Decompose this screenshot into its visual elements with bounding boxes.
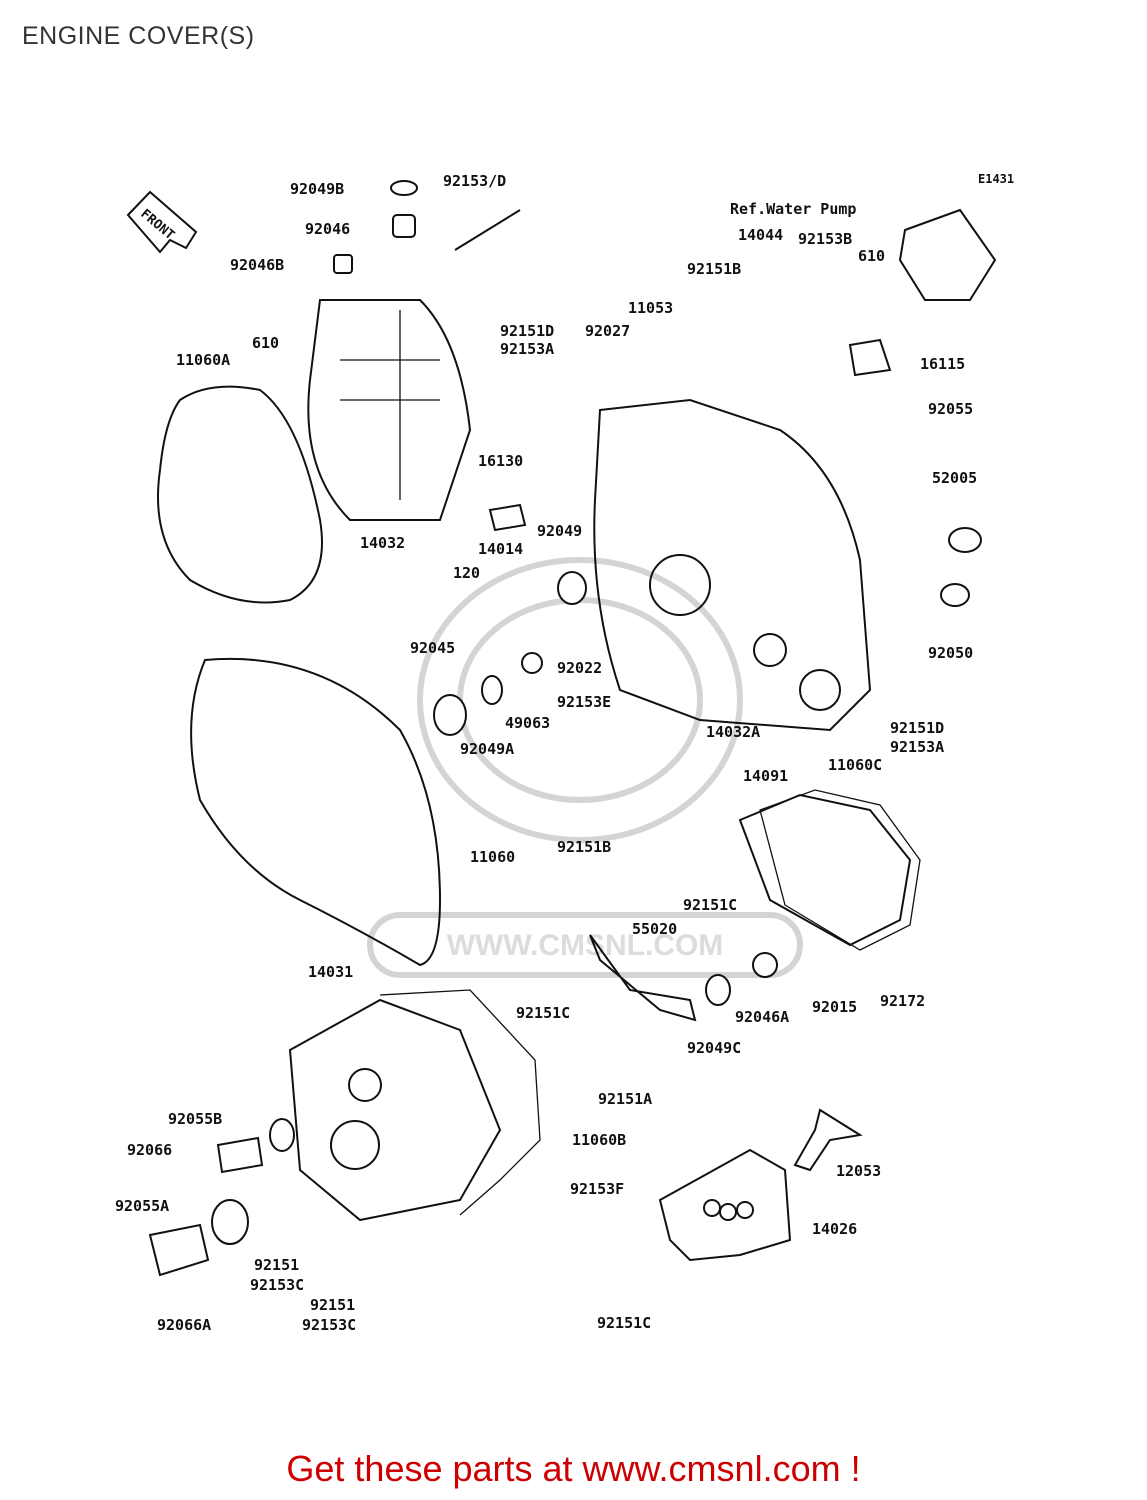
bearing-92046a bbox=[752, 952, 778, 978]
part-number-label: 92049 bbox=[537, 522, 582, 540]
seal-52005 bbox=[948, 527, 982, 553]
switch-16130 bbox=[488, 503, 527, 532]
part-number-label: 92055 bbox=[928, 400, 973, 418]
part-number-label: 52005 bbox=[932, 469, 977, 487]
part-number-label: 14026 bbox=[812, 1220, 857, 1238]
part-number-label: 11060C bbox=[828, 756, 882, 774]
part-number-label: 92151D bbox=[890, 719, 944, 737]
part-number-label: 92055A bbox=[115, 1197, 169, 1215]
part-number-label: 92055B bbox=[168, 1110, 222, 1128]
bearing-92045 bbox=[433, 694, 467, 736]
part-number-label: 92172 bbox=[880, 992, 925, 1010]
part-number-label: 610 bbox=[252, 334, 279, 352]
promo-banner[interactable]: Get these parts at www.cmsnl.com ! bbox=[286, 1448, 861, 1489]
part-number-label: 92049A bbox=[460, 740, 514, 758]
front-arrow-label: FRONT bbox=[137, 207, 177, 244]
oring-92055a bbox=[211, 1199, 249, 1245]
bearing-92049 bbox=[557, 571, 587, 605]
crankcase-cover-14032a bbox=[593, 398, 872, 732]
part-number-label: 92151 bbox=[310, 1296, 355, 1314]
plug-92066 bbox=[216, 1136, 264, 1174]
part-number-label: 92050 bbox=[928, 644, 973, 662]
cover-14091 bbox=[738, 793, 912, 947]
part-number-label: 92153A bbox=[890, 738, 944, 756]
part-number-label: 92022 bbox=[557, 659, 602, 677]
part-number-label: 92153/D bbox=[443, 172, 506, 190]
part-number-label: 92046B bbox=[230, 256, 284, 274]
part-labels: 92049B 92153/D 92046 92046B 610 11060A 14032 14… bbox=[115, 172, 977, 1334]
gasket-11060 bbox=[190, 657, 442, 967]
part-number-label: 92153C bbox=[302, 1316, 356, 1334]
seal-92046b bbox=[333, 254, 353, 274]
water-pump-ref bbox=[898, 208, 997, 301]
washer-92049b bbox=[390, 180, 418, 196]
part-number-label: 92049B bbox=[290, 180, 344, 198]
ref-water-pump-note: Ref.Water Pump bbox=[730, 200, 856, 218]
part-number-label: 14091 bbox=[743, 767, 788, 785]
part-number-label: 92066A bbox=[157, 1316, 211, 1334]
part-number-label: 16130 bbox=[478, 452, 523, 470]
bracket-12053 bbox=[793, 1108, 863, 1172]
part-number-label: 92151C bbox=[683, 896, 737, 914]
sprocket-cover-14026 bbox=[658, 1148, 792, 1262]
part-number-label: 92066 bbox=[127, 1141, 172, 1159]
part-number-label: 14014 bbox=[478, 540, 523, 558]
part-number-label: 92151C bbox=[597, 1314, 651, 1332]
part-number-label: 12053 bbox=[836, 1162, 881, 1180]
part-number-label: 14032 bbox=[360, 534, 405, 552]
seal-92050 bbox=[940, 583, 970, 607]
clutch-cover-14032 bbox=[307, 299, 472, 521]
part-number-label: 92151A bbox=[598, 1090, 652, 1108]
part-number-label: 14044 bbox=[738, 226, 783, 244]
gasket-11060c bbox=[759, 789, 921, 951]
part-number-label: 92049C bbox=[687, 1039, 741, 1057]
part-number-label: 55020 bbox=[632, 920, 677, 938]
front-arrow-icon: FRONT bbox=[126, 190, 198, 254]
part-number-label: 92151C bbox=[516, 1004, 570, 1022]
part-number-label: 92151B bbox=[687, 260, 741, 278]
watermark-text: WWW.CMSNL.COM bbox=[447, 929, 724, 962]
page-title: ENGINE COVER(S) bbox=[22, 22, 255, 50]
part-number-label: 92015 bbox=[812, 998, 857, 1016]
parts-diagram: WWW.CMSNL.COM FRONT E1431 Ref.Water Pump bbox=[115, 172, 1014, 1334]
seal-92049c bbox=[705, 974, 731, 1006]
gasket-11060b bbox=[379, 989, 541, 1216]
magneto-cover-14031 bbox=[288, 998, 502, 1222]
part-number-label: 120 bbox=[453, 564, 480, 582]
bracket-55020 bbox=[589, 934, 697, 1022]
oring-92055b bbox=[269, 1118, 295, 1152]
part-number-label: 92045 bbox=[410, 639, 455, 657]
part-number-label: 11060B bbox=[572, 1131, 626, 1149]
part-number-label: 92153A bbox=[500, 340, 554, 358]
part-number-label: 11053 bbox=[628, 299, 673, 317]
part-number-label: 49063 bbox=[505, 714, 550, 732]
part-number-label: 92046 bbox=[305, 220, 350, 238]
part-number-label: 92153B bbox=[798, 230, 852, 248]
seal-92022 bbox=[521, 652, 543, 674]
part-number-label: 11060A bbox=[176, 351, 230, 369]
part-number-label: 92153F bbox=[570, 1180, 624, 1198]
part-number-label: 14031 bbox=[308, 963, 353, 981]
part-number-label: 92151 bbox=[254, 1256, 299, 1274]
seal-92046 bbox=[392, 214, 416, 238]
part-number-label: 14032A bbox=[706, 723, 760, 741]
bolt-92153d bbox=[454, 209, 521, 251]
part-number-label: 11060 bbox=[470, 848, 515, 866]
part-number-label: 92046A bbox=[735, 1008, 789, 1026]
part-number-label: 92153E bbox=[557, 693, 611, 711]
part-49063 bbox=[481, 675, 503, 705]
part-number-label: 92151B bbox=[557, 838, 611, 856]
part-number-label: 610 bbox=[858, 247, 885, 265]
plug-92066a bbox=[148, 1223, 210, 1277]
part-number-label: 92027 bbox=[585, 322, 630, 340]
part-number-label: 92151D bbox=[500, 322, 554, 340]
part-number-label: 92153C bbox=[250, 1276, 304, 1294]
gasket-11060a bbox=[157, 385, 323, 604]
diagram-code: E1431 bbox=[978, 172, 1014, 186]
part-number-label: 16115 bbox=[920, 355, 965, 373]
plug-16115 bbox=[848, 338, 892, 377]
